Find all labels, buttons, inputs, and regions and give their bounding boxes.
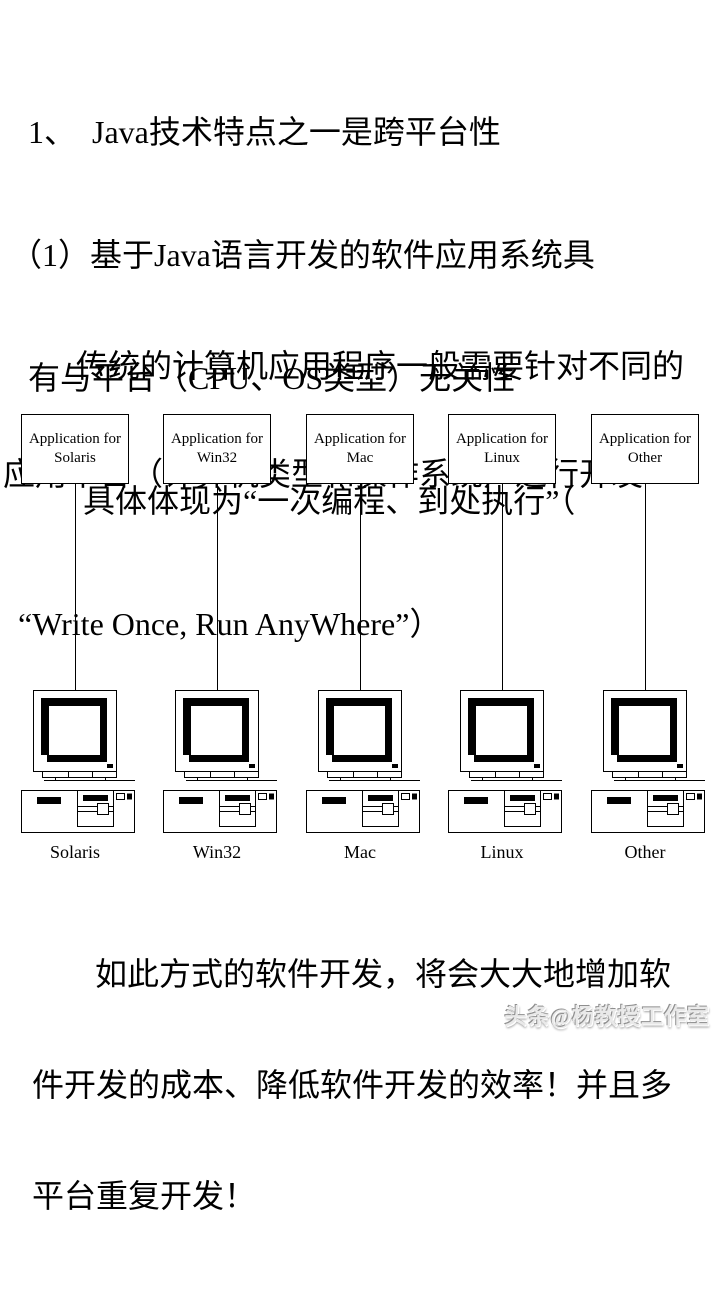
text-line: 具体体现为“一次编程、到处执行”（ (83, 483, 576, 519)
computer-icon (163, 690, 277, 833)
computer-icon (591, 690, 705, 833)
text-line: 如此方式的软件开发，将会大大地增加软 (95, 956, 672, 992)
app-box: Application for Win32 (163, 414, 271, 484)
text-line: 件开发的成本、降低软件开发的效率！并且多 (32, 1067, 673, 1103)
platform-label: Other (624, 842, 666, 862)
platform-label: Solaris (49, 842, 100, 862)
computer-icon (306, 690, 420, 833)
platform-column-mac: Application for Mac Mac (289, 414, 431, 870)
heading-paragraph: 1、 Java技术特点之一是跨平台性 （1）基于Java语言开发的软件应用系统具… (10, 30, 595, 727)
app-box-line2: Mac (346, 450, 374, 466)
platform-column-solaris: Application for Solaris Solaris (4, 414, 146, 870)
platform-label: Linux (480, 842, 524, 862)
connector-line (360, 484, 361, 690)
app-box-line2: Other (627, 450, 663, 466)
app-box-line2: Solaris (54, 450, 96, 466)
platform-column-linux: Application for Linux Linux (431, 414, 573, 870)
connector-line (217, 484, 218, 690)
body-paragraph-cost: 如此方式的软件开发，将会大大地增加软 件开发的成本、降低软件开发的效率！并且多 … (32, 882, 672, 1289)
app-box-line2: Win32 (196, 450, 238, 466)
app-box: Application for Other (591, 414, 699, 484)
connector-line (75, 484, 76, 690)
platform-label: Win32 (192, 842, 242, 862)
computer-icon (21, 690, 135, 833)
text-line: 传统的计算机应用程序一般需要针对不同的 (76, 348, 685, 384)
text-line: 有与平台（CPU、OS类型）无关性 (28, 360, 516, 396)
app-box-line1: Application for (170, 431, 264, 447)
app-box-line1: Application for (28, 431, 122, 447)
platform-column-other: Application for Other Other (574, 414, 716, 870)
app-box: Application for Solaris (21, 414, 129, 484)
app-box-line1: Application for (313, 431, 407, 447)
watermark: 头条@杨教授工作室 (504, 1004, 710, 1029)
app-box-line2: Linux (484, 450, 520, 466)
connector-line (502, 484, 503, 690)
text-line: （1）基于Java语言开发的软件应用系统具 (10, 237, 595, 273)
app-box: Application for Linux (448, 414, 556, 484)
app-box: Application for Mac (306, 414, 414, 484)
text-line: “Write Once, Run AnyWhere”） (18, 606, 442, 642)
app-box-line1: Application for (455, 431, 549, 447)
connector-line (645, 484, 646, 690)
app-box-line1: Application for (598, 431, 692, 447)
text-line: 平台重复开发！ (32, 1178, 257, 1214)
platform-column-win32: Application for Win32 Win32 (146, 414, 288, 870)
text-line: 1、 Java技术特点之一是跨平台性 (28, 114, 501, 150)
platform-label: Mac (344, 842, 376, 862)
computer-icon (448, 690, 562, 833)
platform-diagram: Application for Solaris Solaris Applicat… (0, 414, 720, 870)
